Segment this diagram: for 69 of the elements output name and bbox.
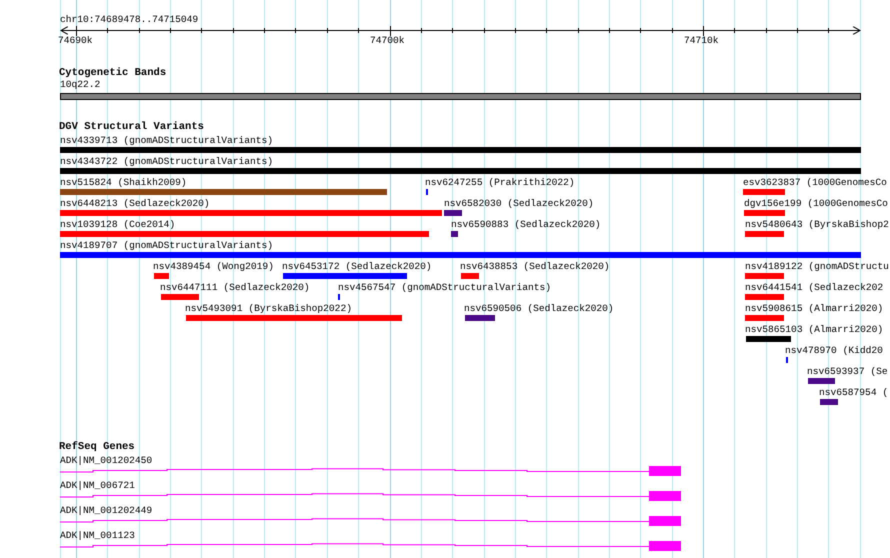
structural-variant [451,219,601,237]
track-title: RefSeq Genes [59,442,135,453]
variant-label: nsv6590883 (Sedlazeck2020) [451,219,601,230]
variant-label: nsv4189122 (gnomADStructu [745,261,889,272]
track-title: DGV Structural Variants [59,122,204,133]
variant-label: nsv515824 (Shaikh2009) [60,177,187,188]
structural-variant [745,303,884,321]
variant-label: nsv4189707 (gnomADStructuralVariants) [60,240,274,251]
variant-label: nsv5865103 (Almarri2020) [745,324,884,335]
structural-variant [338,282,552,300]
variant-label: nsv5493091 (ByrskaBishop2022) [185,303,352,314]
variant-label: nsv6448213 (Sedlazeck2020) [60,198,210,209]
structural-variant [153,261,274,279]
structural-variant [785,345,883,363]
gene-transcript [60,530,682,553]
structural-variant [60,177,387,195]
structural-variant [743,177,887,195]
variant-label: nsv6441541 (Sedlazeck202 [745,282,884,293]
structural-variant [745,261,889,279]
structural-variant [60,198,442,216]
variant-label: nsv6590506 (Sedlazeck2020) [464,303,614,314]
structural-variant [60,156,861,174]
gene-transcript [60,480,682,503]
track-title: Cytogenetic Bands [59,68,166,79]
cytoband [60,79,861,100]
variant-label: nsv6438853 (Sedlazeck2020) [460,261,610,272]
variant-label: nsv478970 (Kidd20 [785,345,883,356]
structural-variant [745,324,884,342]
variant-label: nsv6453172 (Sedlazeck2020) [282,261,432,272]
structural-variant [60,219,429,237]
variant-label: nsv6593937 (Se [807,366,888,377]
variant-label: nsv6587954 ( [819,387,888,398]
structural-variant [444,198,594,216]
band-label: 10q22.2 [60,79,100,90]
variant-label: nsv6247255 (Prakrithi2022) [425,177,575,188]
scale-tick-label: 74690k [58,35,93,46]
variant-label: esv3623837 (1000GenomesCo [743,177,887,188]
variant-label: nsv4339713 (gnomADStructuralVariants) [60,135,274,146]
structural-variant [160,282,310,300]
structural-variant [425,177,575,195]
variant-label: nsv1039128 (Coe2014) [60,219,176,230]
transcript-label: ADK|NM_001202449 [60,505,152,516]
variant-label: nsv5480643 (ByrskaBishop2 [745,219,889,230]
structural-variant [819,387,888,405]
structural-variant [282,261,432,279]
transcript-label: ADK|NM_006721 [60,480,135,491]
structural-variant [745,282,884,300]
variant-label: nsv4343722 (gnomADStructuralVariants) [60,156,274,167]
structural-variant [185,303,402,321]
structural-variant [460,261,610,279]
variant-label: dgv156e199 (1000GenomesCo [744,198,888,209]
variant-label: nsv6582030 (Sedlazeck2020) [444,198,594,209]
gene-transcript [60,455,682,478]
structural-variant [464,303,614,321]
structural-variant [807,366,888,384]
transcript-label: ADK|NM_001123 [60,530,135,541]
transcript-label: ADK|NM_001202450 [60,455,152,466]
variant-label: nsv4567547 (gnomADStructuralVariants) [338,282,552,293]
structural-variant [744,198,888,216]
scale-tick-label: 74700k [370,35,405,46]
scale-tick-label: 74710k [684,35,719,46]
structural-variant [60,135,861,153]
variant-label: nsv6447111 (Sedlazeck2020) [160,282,310,293]
location-text: chr10:74689478..74715049 [60,14,198,25]
structural-variant [745,219,889,237]
gene-transcript [60,505,682,528]
variant-label: nsv5908615 (Almarri2020) [745,303,884,314]
variant-label: nsv4389454 (Wong2019) [153,261,274,272]
structural-variant [60,240,861,258]
